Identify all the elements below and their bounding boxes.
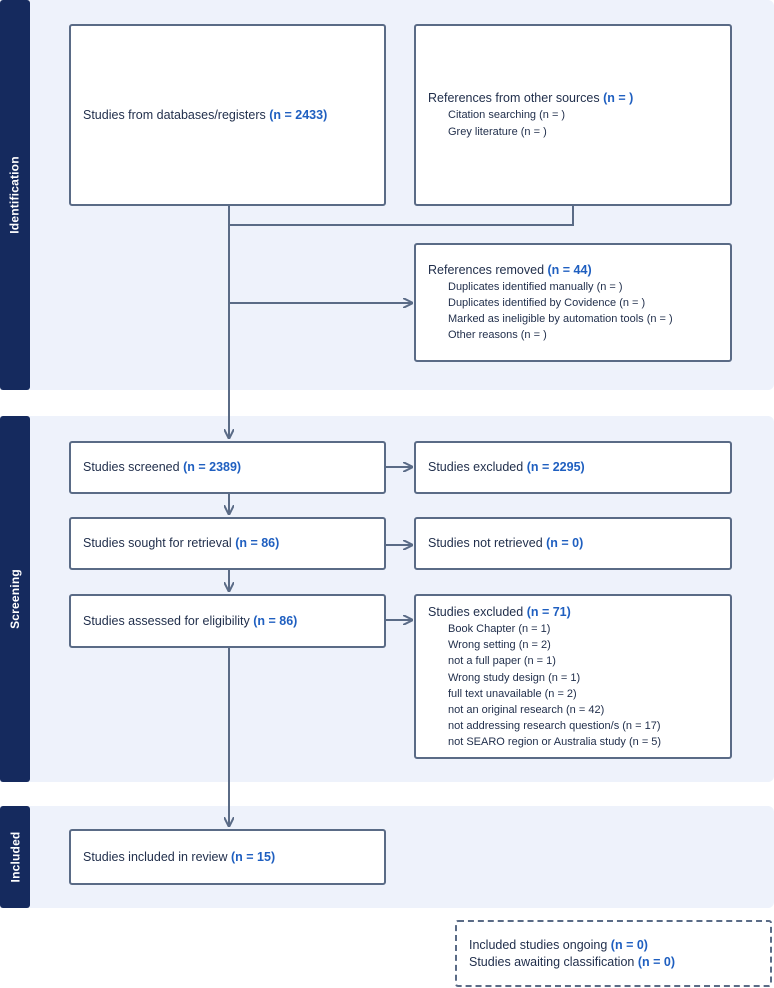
assessed-box: Studies assessed for eligibility (n = 86… bbox=[69, 594, 386, 648]
identification-label: Identification bbox=[0, 0, 30, 390]
other-sources-item: Grey literature (n = ) bbox=[448, 125, 547, 138]
excluded-reason: not a full paper (n = 1) bbox=[448, 655, 556, 668]
removed-item: Marked as ineligible by automation tools… bbox=[448, 313, 673, 325]
databases-box: Studies from databases/registers (n = 24… bbox=[69, 24, 386, 206]
included-box: Studies included in review (n = 15) bbox=[69, 829, 386, 885]
screened-box: Studies screened (n = 2389) bbox=[69, 441, 386, 494]
excluded-reason: Book Chapter (n = 1) bbox=[448, 623, 551, 635]
removed-item: Other reasons (n = ) bbox=[448, 329, 547, 342]
excluded-reason: Wrong setting (n = 2) bbox=[448, 639, 551, 652]
removed-box: References removed (n = 44) Duplicates i… bbox=[414, 243, 732, 362]
removed-item: Duplicates identified by Covidence (n = … bbox=[448, 296, 646, 309]
removed-item: Duplicates identified manually (n = ) bbox=[448, 280, 623, 293]
excluded-reason: not addressing research question/s (n = … bbox=[448, 720, 661, 733]
other-sources-box: References from other sources (n = ) Cit… bbox=[414, 24, 732, 206]
screening-label: Screening bbox=[0, 416, 30, 782]
other-sources-item: Citation searching (n = ) bbox=[448, 109, 566, 122]
excluded-reason: Wrong study design (n = 1) bbox=[448, 671, 581, 684]
excluded-reason: full text unavailable (n = 2) bbox=[448, 687, 577, 700]
excluded-reason: not an original research (n = 42) bbox=[448, 704, 605, 717]
excluded-reason: not SEARO region or Australia study (n =… bbox=[448, 736, 662, 749]
ongoing-box: Included studies ongoing (n = 0) Studies… bbox=[455, 920, 772, 987]
excluded-screen-box: Studies excluded (n = 2295) bbox=[414, 441, 732, 494]
excluded-full-box: Studies excluded (n = 71) Book Chapter (… bbox=[414, 594, 732, 759]
not-retrieved-box: Studies not retrieved (n = 0) bbox=[414, 517, 732, 570]
included-label: Included bbox=[0, 806, 30, 908]
sought-box: Studies sought for retrieval (n = 86) bbox=[69, 517, 386, 570]
